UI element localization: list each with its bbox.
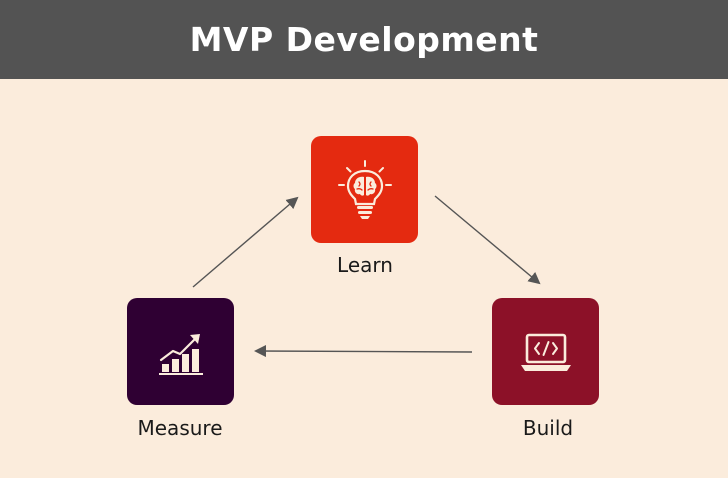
growth-chart-icon: [149, 320, 213, 384]
laptop-code-icon: [514, 320, 578, 384]
diagram-title: MVP Development: [189, 20, 539, 59]
brain-lightbulb-icon: [333, 158, 397, 222]
measure-node: [127, 298, 234, 405]
arrow-build-to-measure: [254, 345, 473, 358]
arrow-measure-to-learn: [192, 196, 299, 288]
measure-label: Measure: [137, 416, 223, 440]
build-node: [492, 298, 599, 405]
title-bar: MVP Development: [0, 0, 728, 79]
learn-node: [311, 136, 418, 243]
build-label: Build: [522, 416, 574, 440]
arrow-learn-to-build: [434, 195, 541, 285]
learn-label: Learn: [337, 253, 393, 277]
